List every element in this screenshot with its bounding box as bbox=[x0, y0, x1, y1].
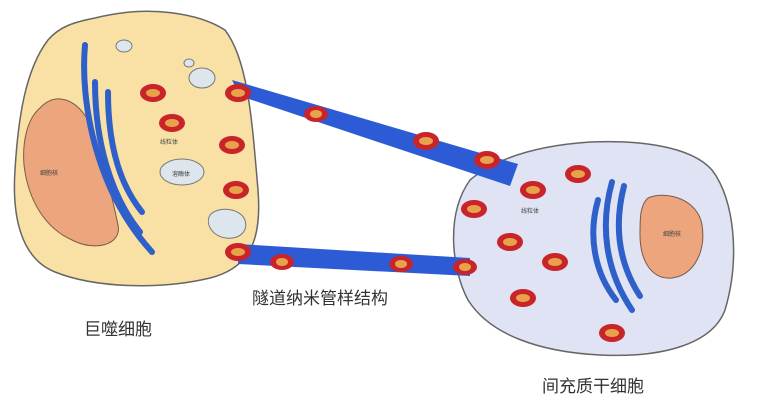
macrophage-label: 巨噬细胞 bbox=[84, 320, 152, 340]
lower-nanotube bbox=[238, 244, 470, 276]
msc-mitochondria-label: 线粒体 bbox=[521, 208, 540, 215]
macrophage-nucleus-label: 细胞核 bbox=[40, 170, 59, 177]
msc-nucleus-label: 细胞核 bbox=[663, 231, 682, 238]
macrophage-mitochondria-label: 线粒体 bbox=[160, 139, 179, 146]
msc-cell bbox=[452, 140, 735, 357]
macrophage-er bbox=[81, 42, 155, 255]
msc-mitochondria bbox=[461, 165, 625, 342]
msc-er bbox=[590, 179, 643, 313]
nanotube-mitochondria bbox=[225, 84, 500, 275]
macrophage-organelle-label: 溶酶体 bbox=[172, 171, 191, 178]
macrophage-vesicles bbox=[115, 39, 247, 239]
upper-nanotube bbox=[232, 80, 518, 186]
msc-nucleus bbox=[639, 194, 704, 279]
msc-label: 间充质干细胞 bbox=[542, 377, 644, 397]
macrophage-mitochondria bbox=[140, 84, 249, 199]
nanotube-label: 隧道纳米管样结构 bbox=[252, 289, 388, 309]
macrophage-cell bbox=[13, 10, 260, 287]
tunneling-nanotubes bbox=[225, 80, 518, 276]
